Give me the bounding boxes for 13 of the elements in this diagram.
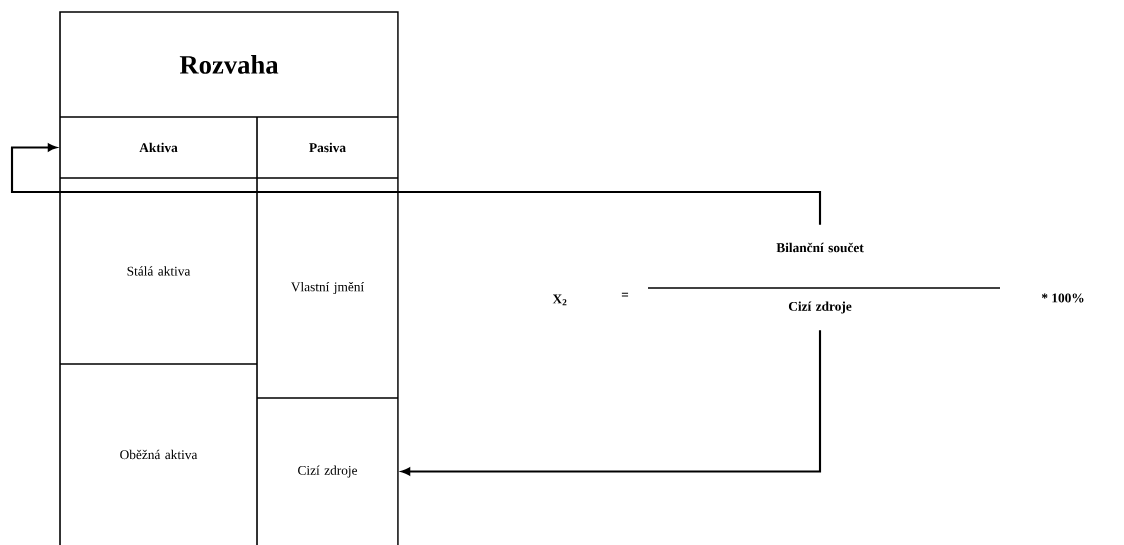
multiplier-text: * 100% bbox=[1041, 293, 1084, 303]
denominator-text: Cizí zdroje bbox=[788, 301, 852, 314]
table-cell: Cizí zdroje bbox=[298, 465, 358, 478]
arrow bbox=[10, 143, 822, 225]
column-header-cell: Pasiva bbox=[309, 142, 346, 153]
formula-symbol: X$_{2}$ bbox=[552, 294, 567, 306]
table-cell: Vlastní jmění bbox=[291, 281, 365, 295]
column-header-cell: Aktiva bbox=[139, 142, 178, 153]
table-header-cell: Rozvaha bbox=[179, 55, 279, 74]
table-cell: Oběžná aktiva bbox=[120, 449, 198, 460]
table-cell: Stálá aktiva bbox=[127, 266, 191, 276]
equals-sign: = bbox=[621, 292, 629, 297]
numerator-text: Bilanční součet bbox=[776, 242, 864, 253]
